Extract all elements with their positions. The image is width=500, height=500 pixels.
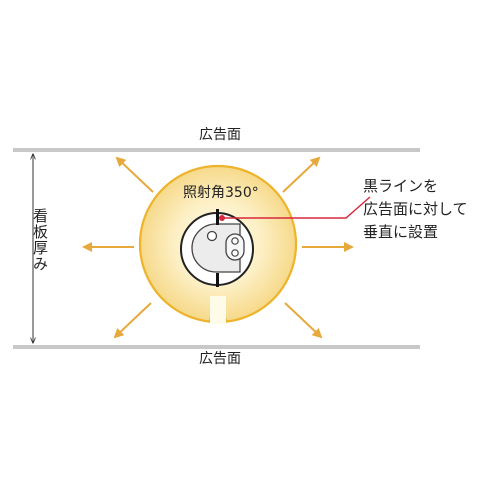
outward-arrows: [82, 156, 354, 339]
connector-pin: [231, 249, 239, 257]
outward-arrow-icon: [282, 156, 321, 193]
note-line-3: 垂直に設置: [363, 223, 439, 241]
end-cap-hole: [206, 230, 218, 242]
connector-pin: [231, 237, 239, 245]
callout-dot: [219, 215, 225, 221]
angle-label: 照射角350°: [183, 185, 259, 201]
end-cap-connector: [225, 233, 245, 261]
top-panel-line: [13, 148, 420, 152]
top-surface-label: 広告面: [199, 127, 241, 143]
thickness-label: 看板厚み: [31, 208, 49, 272]
bottom-panel-line: [13, 345, 420, 349]
end-cap-inner: [191, 223, 241, 273]
outward-arrow-icon: [115, 156, 154, 193]
note-line-1: 黒ラインを: [363, 177, 439, 195]
outward-arrow-icon: [284, 302, 323, 339]
black-line-marker-icon: [216, 209, 219, 225]
note-line-2: 広告面に対して: [363, 200, 468, 218]
glow-gap: [210, 296, 226, 324]
outward-arrow-icon: [113, 302, 152, 339]
installation-note: 黒ラインを 広告面に対して 垂直に設置: [363, 175, 468, 244]
callout-line: [224, 196, 371, 219]
black-line-marker-bottom: [216, 273, 219, 287]
bottom-surface-label: 広告面: [199, 351, 241, 367]
